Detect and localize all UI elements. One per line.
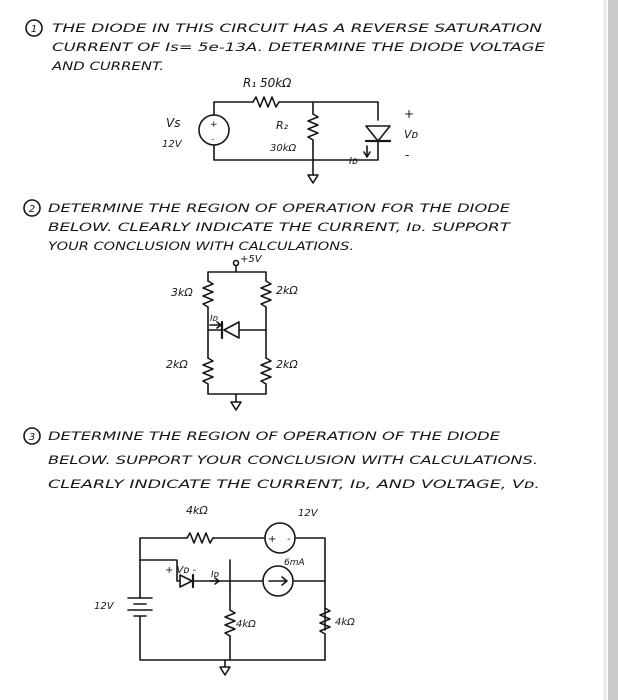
page-edge-shadow	[603, 0, 607, 700]
circuit-1-wire-left-top	[213, 101, 254, 116]
circuit-3-battery-icon	[127, 597, 153, 617]
circuit-3-vsrc-minus: -	[287, 534, 291, 545]
circuit-1-vd-plus: +	[404, 107, 414, 121]
circuit-3-voltage-source-top	[264, 522, 296, 554]
circuit-2-ground-icon	[230, 401, 242, 411]
problem-2-line-1: DETERMINE THE REGION OF OPERATION FOR TH…	[48, 201, 511, 215]
problem-2-line-3: YOUR CONCLUSION WITH CALCULATIONS.	[48, 239, 354, 253]
circuit-1-voltage-source	[198, 114, 230, 146]
problem-2-number-text: 2	[29, 204, 35, 215]
problem-1-number-text: 1	[31, 24, 37, 35]
circuit-3-battery-label: 12V	[94, 601, 115, 612]
problem-3-number-text: 3	[29, 432, 35, 443]
circuit-1-id-arrow-icon	[363, 145, 371, 158]
circuit-2-r-top-right-label: 2kΩ	[276, 284, 298, 297]
circuit-2-r-top-left	[202, 280, 214, 308]
circuit-2-diode-icon	[223, 321, 240, 339]
circuit-2-id-arrow-icon	[209, 321, 222, 329]
circuit-1-vs-label: Vs	[166, 116, 180, 130]
circuit-1-r1-label: R₁ 50kΩ	[243, 76, 292, 90]
circuit-3-r-right-label: 4kΩ	[335, 617, 355, 628]
circuit-3-diode-icon	[179, 574, 193, 588]
circuit-3-r-mid	[224, 609, 236, 637]
circuit-3-isrc-label: 6mA	[284, 558, 305, 568]
circuit-1-diode-icon	[365, 125, 391, 142]
circuit-2-wire-top	[207, 265, 267, 282]
circuit-3-r-right	[319, 607, 331, 635]
circuit-1-r1-resistor	[252, 96, 280, 108]
problem-1-line-2: CURRENT OF Is= 5e-13A. DETERMINE THE DIO…	[52, 40, 546, 54]
circuit-2-r-top-right	[260, 280, 272, 308]
circuit-2-wire-sides	[207, 306, 267, 359]
circuit-1-wire-bottom	[213, 144, 379, 161]
circuit-1: R₁ 50kΩ + - Vs 12V R₂ 30kΩ + Vᴅ -	[162, 76, 419, 184]
problem-2-number: 2	[23, 199, 41, 217]
circuit-3-r-top	[186, 532, 214, 544]
circuit-3-r-mid-label: 4kΩ	[236, 619, 256, 630]
circuit-3-id-arrow-icon	[209, 577, 220, 585]
circuit-3-wire-bottom	[139, 615, 326, 661]
circuit-3-id-label: Iᴅ	[211, 570, 220, 580]
circuit-1-r2-name: R₂	[276, 119, 289, 132]
problem-2-line-2: BELOW. CLEARLY INDICATE THE CURRENT, Iᴅ.…	[48, 220, 511, 234]
problem-1-line-1: THE DIODE IN THIS CIRCUIT HAS A REVERSE …	[52, 21, 543, 35]
circuit-1-ground-icon	[307, 174, 319, 184]
circuit-1-vd-minus: -	[405, 148, 409, 162]
circuit-2-r-bot-left	[202, 357, 214, 385]
circuit-2-r-bot-left-label: 2kΩ	[166, 358, 188, 371]
circuit-1-r2-resistor	[307, 113, 319, 141]
circuit-3-wire-top-right	[295, 537, 326, 631]
problem-1-line-3: AND CURRENT.	[51, 59, 164, 73]
circuit-2-supply-terminal	[232, 259, 240, 267]
circuit-1-r2-value: 30kΩ	[270, 143, 297, 154]
problem-3-number: 3	[23, 427, 41, 445]
problem-3-line-2: BELOW. SUPPORT YOUR CONCLUSION WITH CALC…	[48, 453, 538, 467]
problem-1-number: 1	[25, 19, 43, 37]
circuit-3-isrc-arrow-icon	[268, 576, 288, 586]
circuit-3-vd-label: + Vᴅ -	[165, 565, 197, 576]
circuit-2-r-bot-right	[260, 357, 272, 385]
circuit-1-vd-label: Vᴅ	[404, 128, 419, 141]
circuit-3-r-top-label: 4kΩ	[186, 504, 208, 517]
circuit-3: 4kΩ 12V + - 12V + Vᴅ - Iᴅ	[94, 504, 355, 676]
circuit-3-vsrc-top-label: 12V	[298, 508, 319, 519]
circuit-2: +5V 3kΩ 2kΩ Iᴅ 2kΩ 2kΩ	[166, 254, 298, 411]
circuit-1-vs-value: 12V	[162, 139, 183, 150]
circuit-1-source-minus: -	[211, 135, 214, 145]
problem-3-line-3: CLEARLY INDICATE THE CURRENT, Iᴅ, AND VO…	[48, 477, 540, 491]
circuit-1-source-plus: +	[210, 120, 218, 130]
circuit-2-r-top-left-label: 3kΩ	[171, 286, 193, 299]
circuit-2-id-label: Iᴅ	[210, 314, 219, 324]
circuit-2-wire-bottom	[207, 383, 267, 403]
circuit-3-wire-left-top	[139, 537, 188, 561]
circuit-3-vsrc-plus: +	[268, 534, 276, 545]
circuit-2-r-bot-right-label: 2kΩ	[276, 358, 298, 371]
circuit-3-ground-icon	[219, 659, 231, 676]
circuit-1-wire-top-right	[278, 101, 379, 121]
circuit-2-supply-label: +5V	[240, 254, 263, 265]
problem-3-line-1: DETERMINE THE REGION OF OPERATION OF THE…	[48, 429, 501, 443]
circuit-3-current-source	[262, 565, 294, 597]
circuit-1-id-label: Iᴅ	[349, 156, 358, 167]
scroll-gutter	[608, 0, 618, 700]
